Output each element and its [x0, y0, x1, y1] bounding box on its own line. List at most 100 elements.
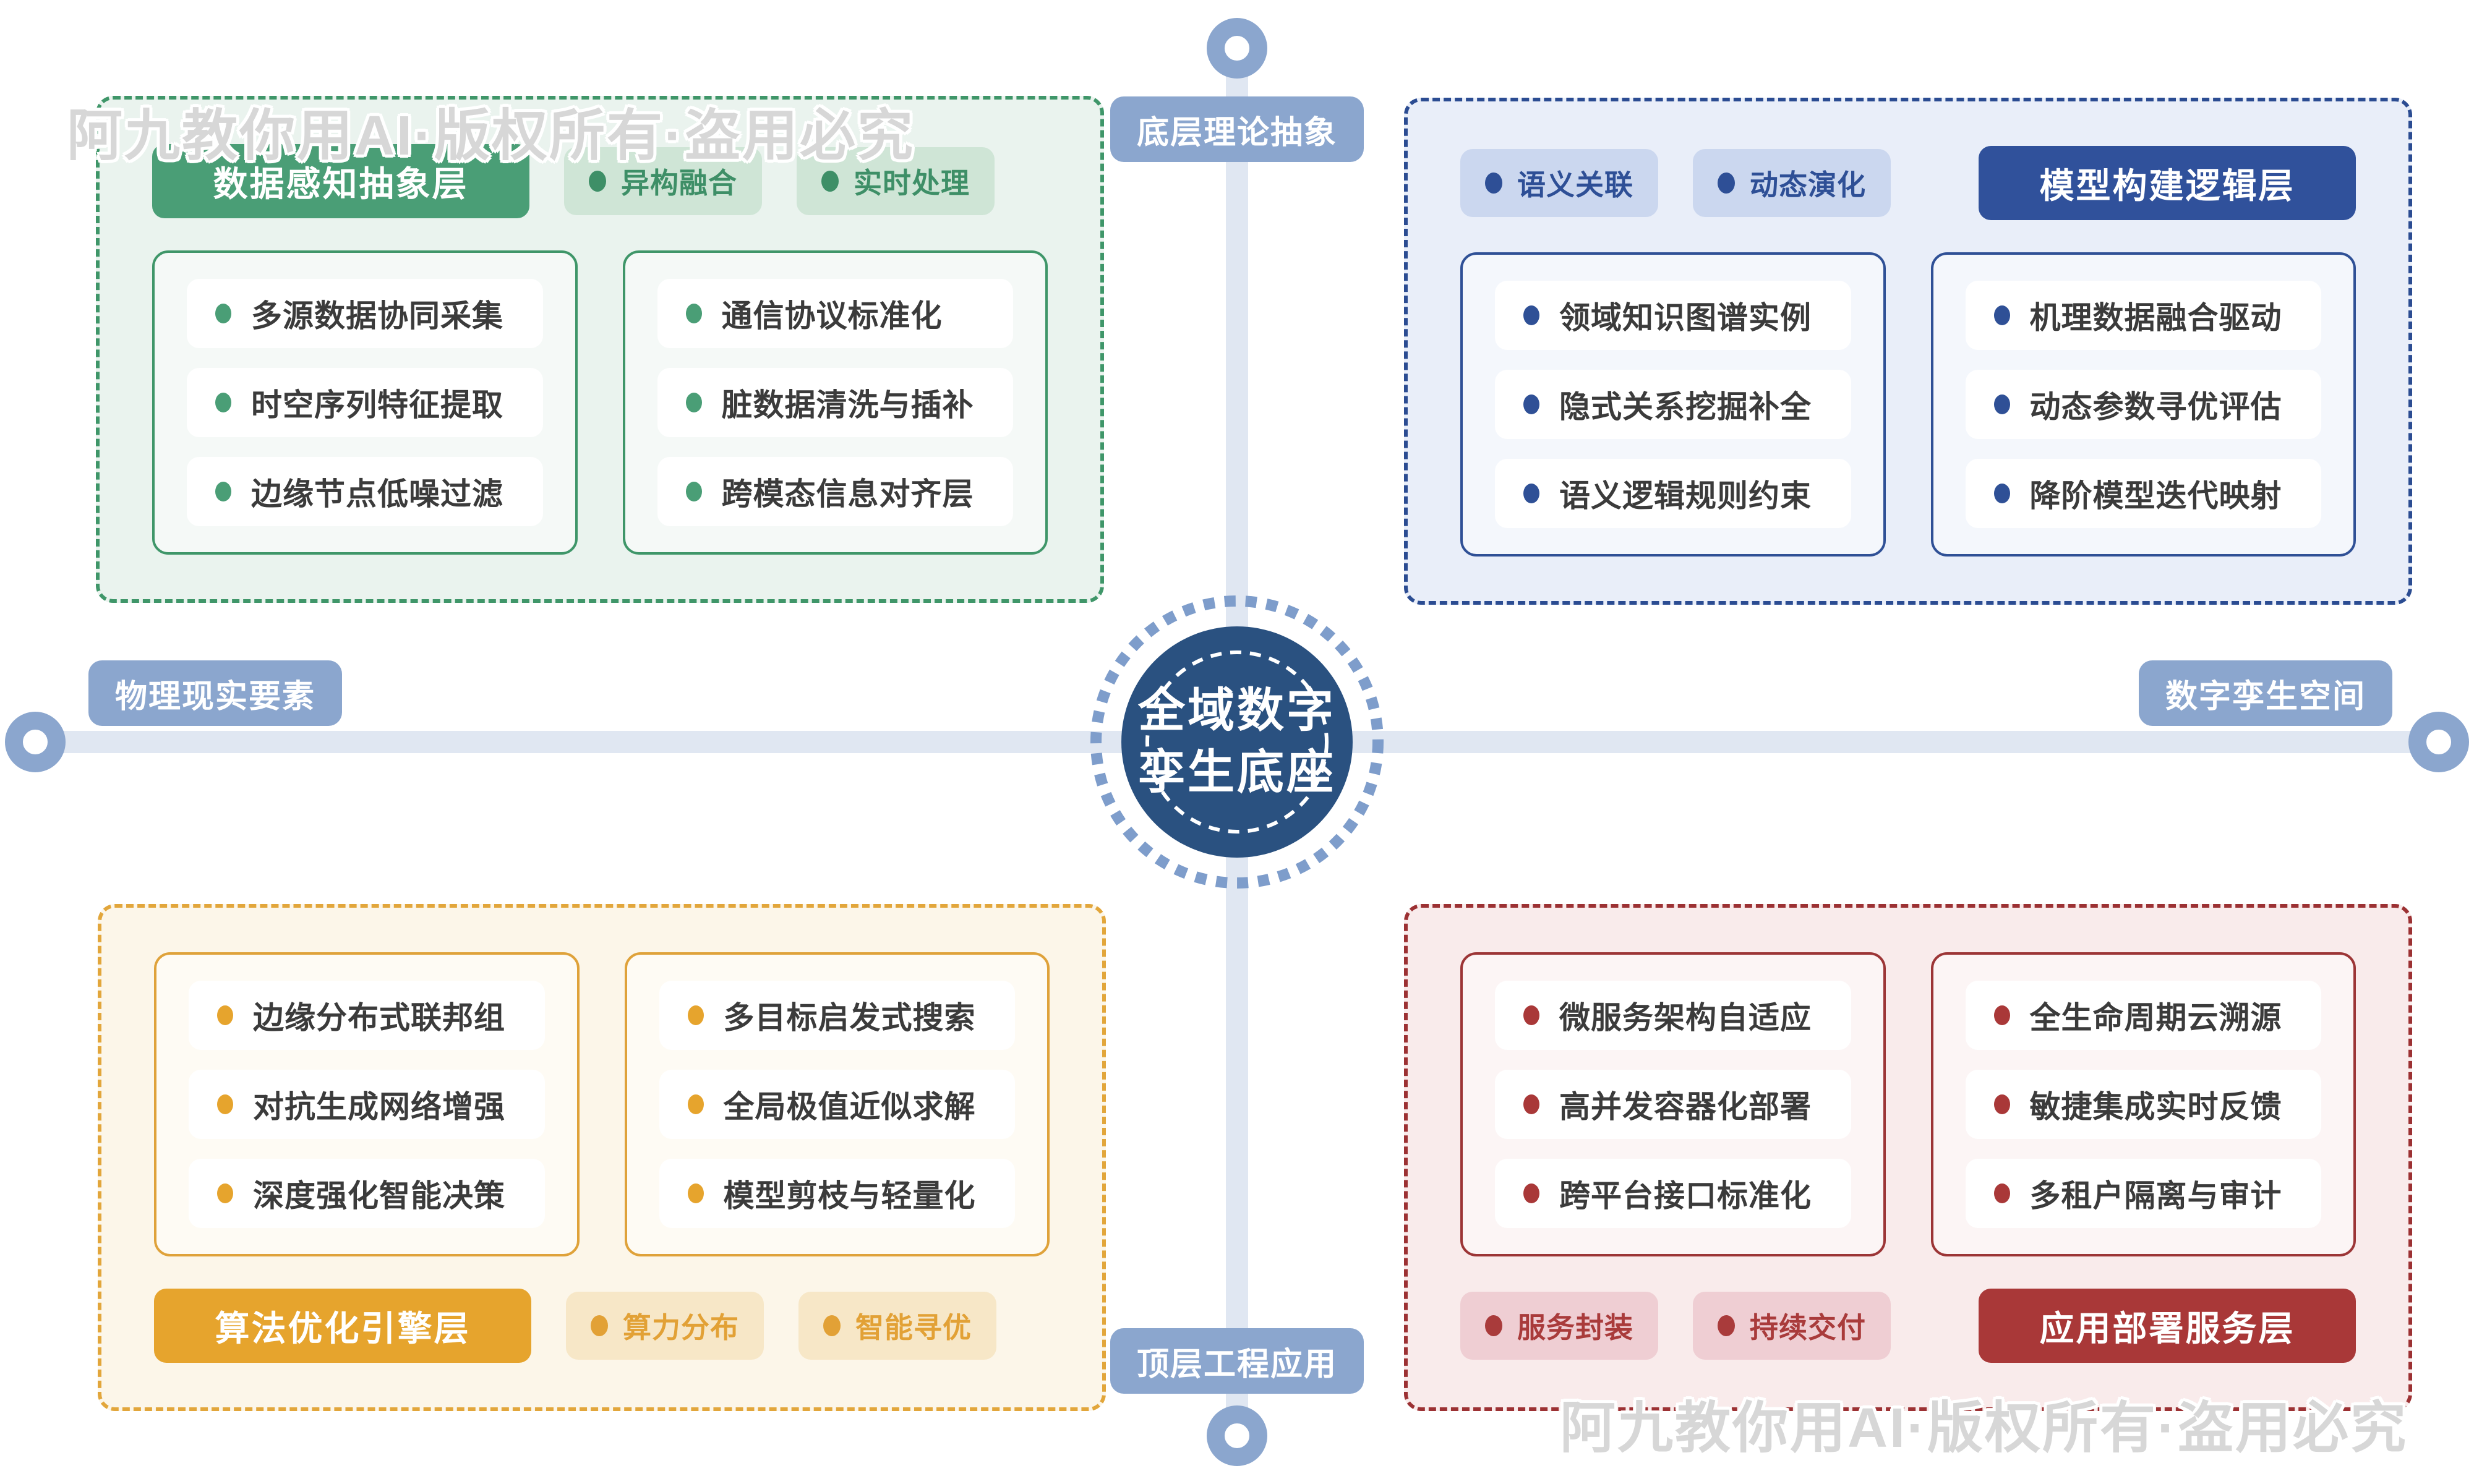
layer-title-data-perception: 数据感知抽象层	[152, 144, 529, 218]
tag-label: 实时处理	[854, 167, 970, 199]
list-item: 多源数据协同采集	[187, 279, 543, 348]
list-item-label: 全生命周期云溯源	[2029, 1000, 2282, 1035]
list-item-label: 降阶模型迭代映射	[2029, 479, 2282, 513]
layer-title-application-deployment: 应用部署服务层	[1979, 1289, 2356, 1363]
quadrant-algorithm-optimization: 边缘分布式联邦组 对抗生成网络增强 深度强化智能决策 多目标启发式搜索	[98, 904, 1106, 1411]
tag-label: 持续交付	[1750, 1311, 1866, 1344]
list-item-label: 多源数据协同采集	[251, 299, 503, 333]
list-item-label: 语义逻辑规则约束	[1559, 479, 1812, 513]
list-item-label: 对抗生成网络增强	[253, 1090, 505, 1124]
tag-label: 语义关联	[1517, 169, 1633, 201]
list-item-label: 敏捷集成实时反馈	[2029, 1090, 2282, 1124]
bullet-dot-icon	[685, 393, 702, 412]
tag-label: 算力分布	[623, 1311, 739, 1344]
bullet-dot-icon	[215, 393, 231, 412]
axis-endpoint-right	[2408, 712, 2469, 772]
bullet-dot-icon	[1523, 1183, 1539, 1203]
quadrant-model-building: 语义关联 动态演化 模型构建逻辑层 领域知识图谱实例 隐式关系挖掘补全	[1404, 98, 2412, 605]
list-item-label: 边缘节点低噪过滤	[251, 477, 503, 511]
card-lifecycle: 全生命周期云溯源 敏捷集成实时反馈 多租户隔离与审计	[1930, 952, 2356, 1256]
bullet-dot-icon	[1993, 305, 2010, 325]
list-item: 模型剪枝与轻量化	[659, 1159, 1015, 1228]
bullet-dot-icon	[687, 1094, 704, 1114]
list-item: 敏捷集成实时反馈	[1965, 1070, 2321, 1139]
watermark-top: 阿九教你用AI·版权所有·盗用必究	[67, 105, 915, 167]
list-item-label: 边缘分布式联邦组	[253, 1000, 505, 1035]
bullet-dot-icon	[217, 1183, 233, 1203]
tag-intelligent-search: 智能寻优	[798, 1292, 996, 1360]
list-item-label: 机理数据融合驱动	[2029, 301, 2282, 335]
bullet-dot-icon	[1523, 1005, 1539, 1025]
bullet-dot-icon	[687, 1183, 704, 1203]
center-hub: 全域数字 孪生底座	[1082, 587, 1392, 897]
tag-dot-icon	[823, 1315, 841, 1336]
tag-dot-icon	[589, 171, 606, 192]
list-item-label: 深度强化智能决策	[253, 1179, 505, 1213]
axis-endpoint-left	[5, 712, 66, 772]
list-item: 全局极值近似求解	[659, 1070, 1015, 1139]
card-search-optimization: 多目标启发式搜索 全局极值近似求解 模型剪枝与轻量化	[624, 952, 1050, 1256]
list-item-label: 模型剪枝与轻量化	[723, 1179, 976, 1213]
tag-dynamic-evolution: 动态演化	[1693, 149, 1891, 217]
bullet-dot-icon	[217, 1094, 233, 1114]
list-item: 对抗生成网络增强	[189, 1070, 545, 1139]
list-item-label: 隐式关系挖掘补全	[1559, 390, 1812, 424]
list-item: 隐式关系挖掘补全	[1495, 370, 1851, 439]
list-item: 多目标启发式搜索	[659, 981, 1015, 1050]
list-item: 微服务架构自适应	[1495, 981, 1851, 1050]
list-item-label: 脏数据清洗与插补	[721, 388, 974, 422]
list-item: 降阶模型迭代映射	[1965, 459, 2321, 528]
tag-computing-distribution: 算力分布	[566, 1292, 764, 1360]
list-item-label: 领域知识图谱实例	[1559, 301, 1812, 335]
list-item-label: 通信协议标准化	[721, 299, 943, 333]
list-item: 脏数据清洗与插补	[657, 368, 1013, 437]
list-item: 通信协议标准化	[657, 279, 1013, 348]
list-item: 深度强化智能决策	[189, 1159, 545, 1228]
quadrant-header-row: 服务封装 持续交付 应用部署服务层	[1460, 1289, 2356, 1363]
cards-row: 微服务架构自适应 高并发容器化部署 跨平台接口标准化 全生命周期云溯源	[1460, 952, 2356, 1256]
tag-realtime-processing: 实时处理	[797, 147, 995, 215]
list-item-label: 全局极值近似求解	[723, 1090, 976, 1124]
tag-continuous-delivery: 持续交付	[1693, 1292, 1891, 1360]
axis-label-left: 物理现实要素	[88, 660, 342, 726]
tag-dot-icon	[1485, 1315, 1502, 1336]
list-item-label: 高并发容器化部署	[1559, 1090, 1812, 1124]
axis-label-top: 底层理论抽象	[1110, 96, 1364, 162]
layer-title-model-building: 模型构建逻辑层	[1979, 146, 2356, 220]
axis-label-right: 数字孪生空间	[2139, 660, 2392, 726]
tag-dot-icon	[1485, 173, 1502, 194]
list-item-label: 多租户隔离与审计	[2029, 1179, 2282, 1213]
hub-title-line1: 全域数字	[1138, 684, 1336, 737]
card-knowledge-graph: 领域知识图谱实例 隐式关系挖掘补全 语义逻辑规则约束	[1460, 252, 1886, 556]
bullet-dot-icon	[685, 482, 702, 501]
bullet-dot-icon	[1523, 1094, 1539, 1114]
bullet-dot-icon	[687, 1005, 704, 1025]
list-item: 跨平台接口标准化	[1495, 1159, 1851, 1228]
list-item: 动态参数寻优评估	[1965, 370, 2321, 439]
cards-row: 领域知识图谱实例 隐式关系挖掘补全 语义逻辑规则约束 机理数据融合驱动	[1460, 252, 2356, 556]
bullet-dot-icon	[215, 304, 231, 323]
axis-endpoint-top	[1207, 18, 1267, 79]
axis-endpoint-bottom	[1207, 1405, 1267, 1466]
list-item: 全生命周期云溯源	[1965, 981, 2321, 1050]
axis-label-bottom: 顶层工程应用	[1110, 1328, 1364, 1394]
card-mechanism-model: 机理数据融合驱动 动态参数寻优评估 降阶模型迭代映射	[1930, 252, 2356, 556]
bullet-dot-icon	[685, 304, 702, 323]
list-item: 跨模态信息对齐层	[657, 457, 1013, 526]
list-item-label: 动态参数寻优评估	[2029, 390, 2282, 424]
layer-title-algorithm-optimization: 算法优化引擎层	[154, 1289, 531, 1363]
list-item-label: 跨平台接口标准化	[1559, 1179, 1812, 1213]
list-item: 语义逻辑规则约束	[1495, 459, 1851, 528]
hub-title: 全域数字 孪生底座	[1082, 587, 1392, 897]
tag-service-encapsulation: 服务封装	[1460, 1292, 1658, 1360]
hub-title-line2: 孪生底座	[1138, 746, 1336, 799]
bullet-dot-icon	[1993, 1094, 2010, 1114]
list-item: 时空序列特征提取	[187, 368, 543, 437]
list-item-label: 微服务架构自适应	[1559, 1000, 1812, 1035]
cards-row: 边缘分布式联邦组 对抗生成网络增强 深度强化智能决策 多目标启发式搜索	[154, 952, 1050, 1256]
cards-row: 多源数据协同采集 时空序列特征提取 边缘节点低噪过滤 通信协议标准化	[152, 250, 1048, 555]
quadrant-header-row: 语义关联 动态演化 模型构建逻辑层	[1460, 146, 2356, 220]
bullet-dot-icon	[1523, 305, 1539, 325]
quadrant-header-row: 数据感知抽象层 异构融合 实时处理	[152, 144, 1048, 218]
